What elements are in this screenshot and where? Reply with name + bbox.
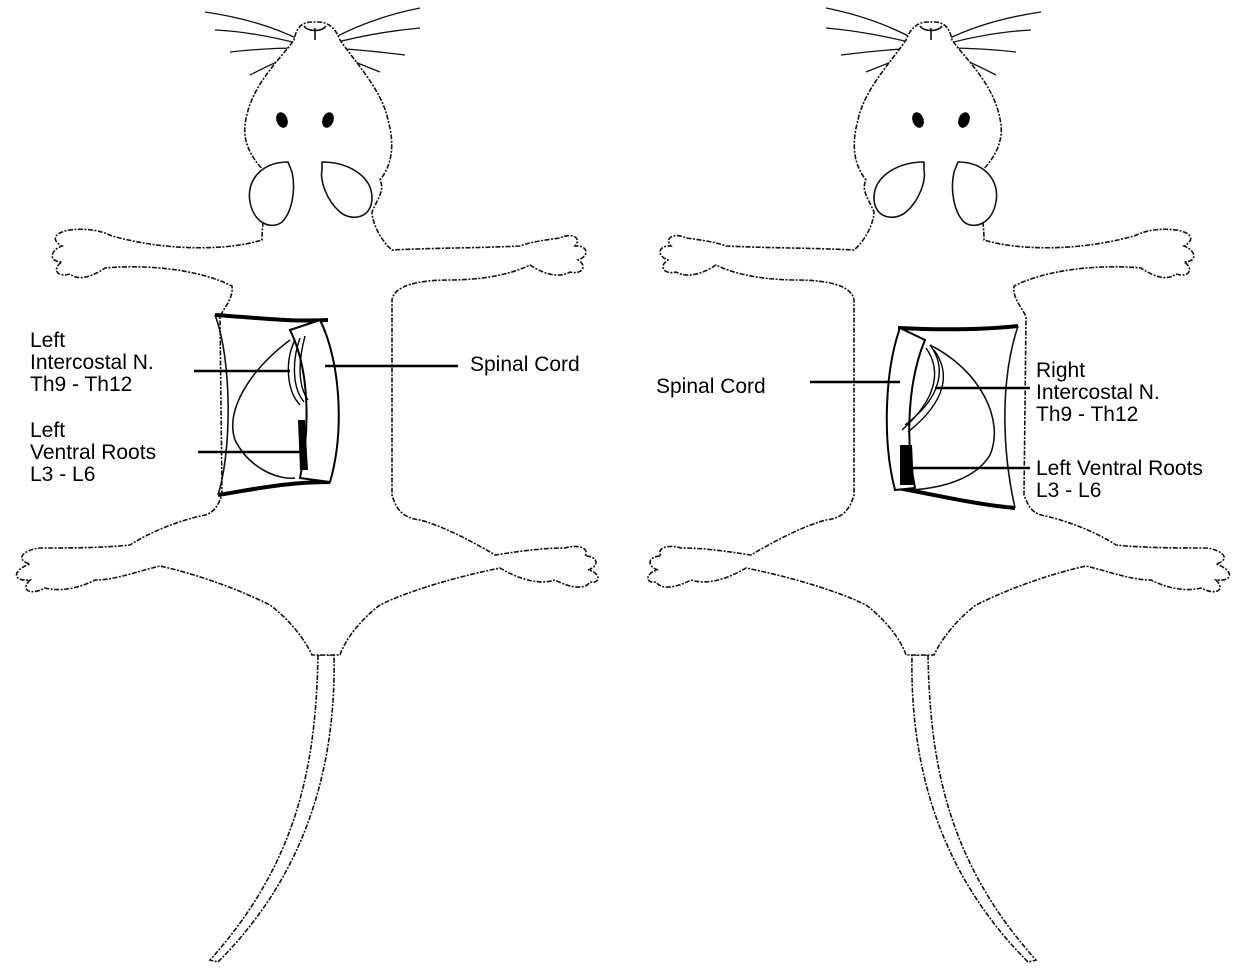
label-right-intercostal: Right Intercostal N. Th9 - Th12 xyxy=(1036,360,1160,426)
label-left-spinal-cord: Spinal Cord xyxy=(470,354,580,376)
label-right-ventral-roots: Left Ventral Roots L3 - L6 xyxy=(1036,458,1203,502)
label-left-ventral-roots: Left Ventral Roots L3 - L6 xyxy=(30,420,156,486)
label-right-spinal-cord: Spinal Cord xyxy=(656,376,766,398)
label-left-intercostal: Left Intercostal N. Th9 - Th12 xyxy=(30,330,154,396)
